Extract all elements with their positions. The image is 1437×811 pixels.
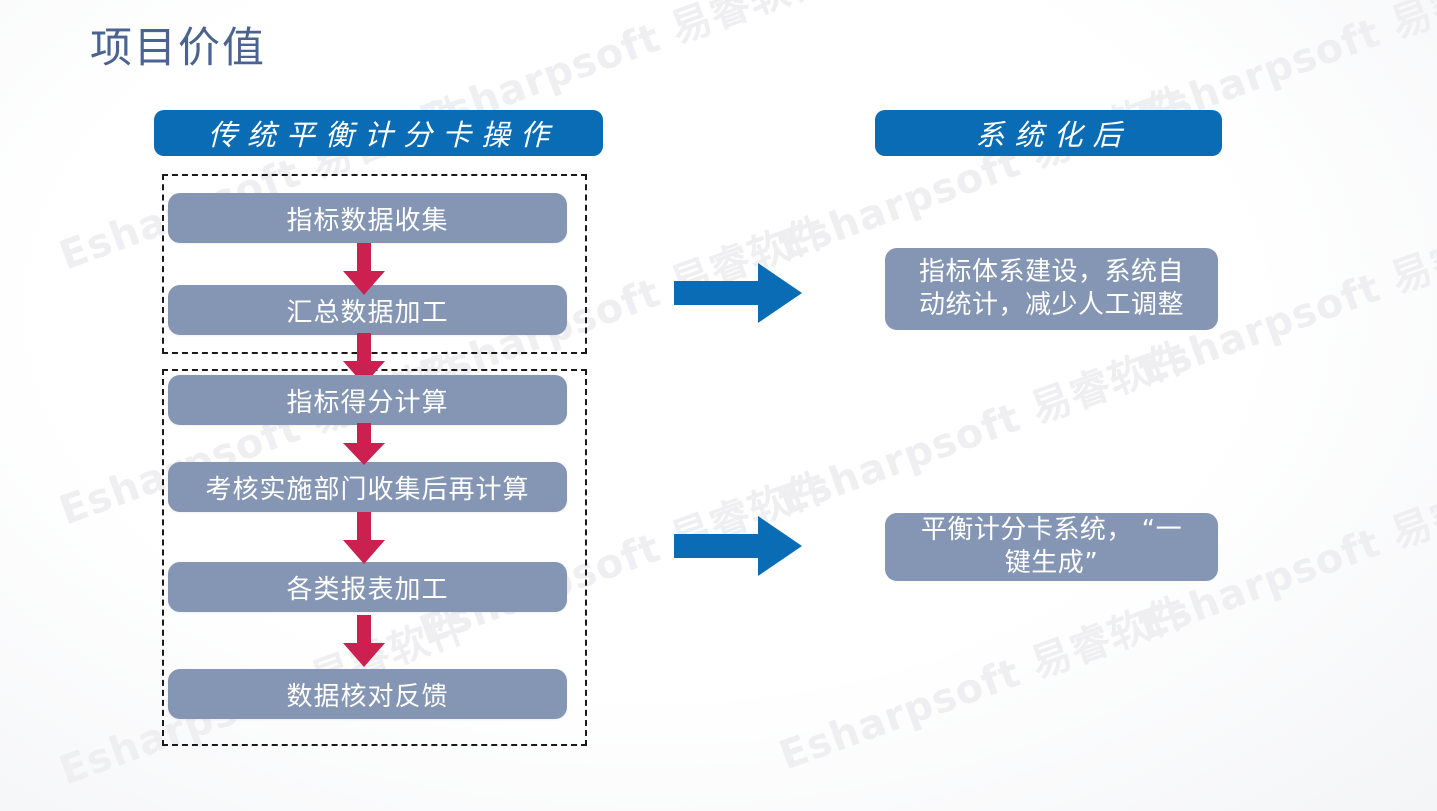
- column-header-traditional: 传统平衡计分卡操作: [154, 110, 603, 156]
- watermark-text: Esharpsoft 易睿软件: [773, 78, 1195, 270]
- flow-step-box: 指标得分计算: [168, 375, 567, 425]
- arrow-down-icon: [339, 615, 389, 667]
- arrow-down-icon: [339, 333, 389, 385]
- arrow-down-icon: [339, 243, 389, 295]
- dashed-group-1: [162, 174, 587, 354]
- outcome-box-1-label: 指标体系建设，系统自 动统计，减少人工调整: [918, 256, 1184, 320]
- page-title: 项目价值: [90, 23, 267, 72]
- flow-step-box: 数据核对反馈: [168, 669, 567, 719]
- flow-step-box: 指标数据收集: [168, 193, 567, 243]
- watermark-text: Esharpsoft 易睿软件: [773, 333, 1195, 525]
- column-header-systemized: 系统化后: [875, 110, 1222, 156]
- arrow-down-icon: [339, 512, 389, 564]
- outcome-box-2-label: 平衡计分卡系统， “一 键生成”: [920, 514, 1183, 578]
- arrow-down-icon: [339, 423, 389, 465]
- arrow-right-icon: [674, 263, 802, 323]
- arrow-right-icon: [674, 516, 802, 576]
- flow-step-box: 各类报表加工: [168, 562, 567, 612]
- outcome-box-2: 平衡计分卡系统， “一 键生成”: [885, 513, 1218, 581]
- watermark-text: Esharpsoft 易睿软件: [773, 588, 1195, 780]
- flow-step-box: 考核实施部门收集后再计算: [168, 462, 567, 512]
- flow-step-box: 汇总数据加工: [168, 285, 567, 335]
- outcome-box-1: 指标体系建设，系统自 动统计，减少人工调整: [885, 248, 1218, 330]
